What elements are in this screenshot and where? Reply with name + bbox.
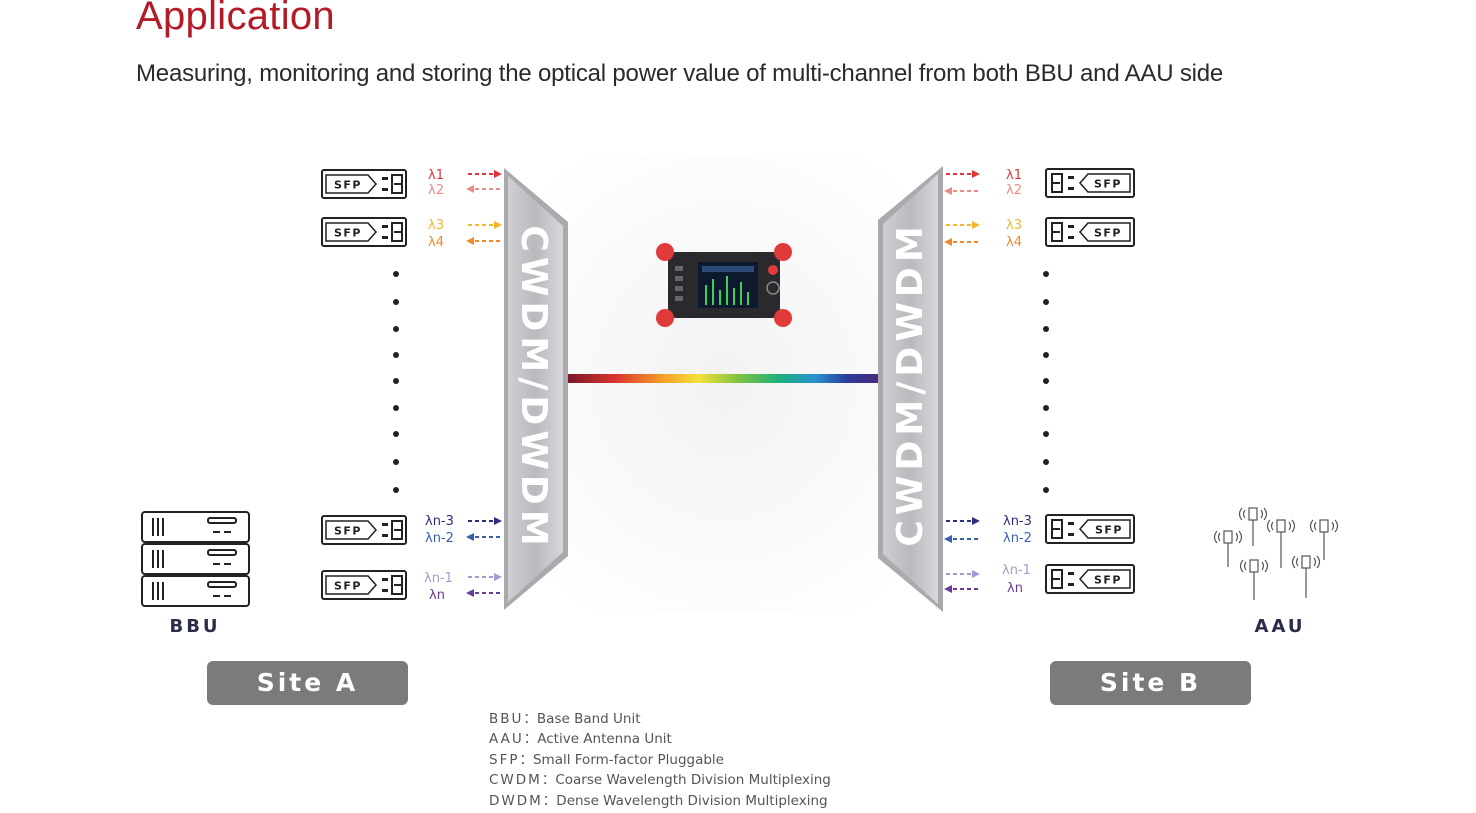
- svg-text:SFP: SFP: [334, 227, 362, 240]
- legend-row: AAU：Active Antenna Unit: [489, 729, 831, 749]
- legend-sep: ：: [523, 731, 538, 748]
- wavelength-label: λn: [1007, 581, 1023, 596]
- aau-antennas-icon: [1213, 507, 1339, 600]
- legend-abbr: SFP: [489, 751, 520, 768]
- sfp-module-left: SFP: [321, 515, 407, 545]
- ellipsis-dots-left: [393, 271, 399, 493]
- legend-abbr: DWDM: [489, 792, 543, 809]
- legend-desc: Active Antenna Unit: [537, 731, 672, 748]
- wavelength-label: λn-3: [425, 514, 454, 529]
- legend-desc: Base Band Unit: [536, 711, 641, 727]
- wavelength-label: λ3: [428, 218, 444, 233]
- legend-sep: ：: [519, 751, 533, 768]
- wavelength-label: λ3: [1006, 218, 1022, 233]
- wavelength-label: λn-3: [1003, 514, 1032, 529]
- sfp-module-right: [1045, 168, 1135, 198]
- svg-text:SFP: SFP: [334, 525, 362, 538]
- wavelength-label: λn-2: [1003, 531, 1032, 546]
- mux-left: CWDM/DWDM: [504, 168, 568, 610]
- wavelength-label: λ1: [1006, 168, 1022, 183]
- wavelength-label: λ2: [1006, 183, 1022, 198]
- sfp-label: SFP: [1095, 524, 1123, 537]
- sfp-module-left: SFP: [321, 570, 407, 600]
- wavelength-label: λ1: [428, 168, 444, 183]
- ellipsis-dots-right: [1043, 271, 1049, 493]
- bbu-rack-icon: [141, 511, 250, 607]
- page-subtitle: Measuring, monitoring and storing the op…: [136, 60, 1224, 87]
- sfp-label: SFP: [1094, 574, 1122, 587]
- legend-row: SFP：Small Form-factor Pluggable: [489, 750, 831, 770]
- mux-right: CWDM/DWDM: [878, 166, 943, 612]
- legend-row: DWDM：Dense Wavelength Division Multiplex…: [489, 791, 831, 811]
- wavelength-label: λn-1: [1002, 563, 1031, 578]
- legend-row: CWDM：Coarse Wavelength Division Multiple…: [489, 770, 831, 790]
- legend-desc: Dense Wavelength Division Multiplexing: [556, 792, 828, 809]
- site-b-label: Site B: [1050, 661, 1251, 705]
- mux-left-label: CWDM/DWDM: [513, 225, 554, 550]
- sfp-label: SFP: [1094, 227, 1122, 240]
- bbu-label: BBU: [169, 616, 220, 637]
- optical-power-meter-device: [656, 243, 792, 327]
- legend-abbr: BBU: [489, 711, 524, 727]
- sfp-module-left: SFP: [321, 217, 407, 247]
- legend-desc: Coarse Wavelength Division Multiplexing: [555, 772, 831, 789]
- legend-desc: Small Form-factor Pluggable: [532, 751, 724, 768]
- page-title: Application: [136, 0, 335, 38]
- sfp-module-left: SFP: [321, 169, 407, 199]
- legend-sep: ：: [542, 792, 557, 809]
- sfp-label: SFP: [1094, 178, 1122, 191]
- wavelength-label: λ4: [428, 235, 444, 250]
- legend-sep: ：: [523, 711, 537, 727]
- wavelength-arrows-right: λ1 λ2 λ3 λ4 λn-3 λn-2 λn-1 λn: [944, 168, 1032, 596]
- aau-label: AAU: [1255, 616, 1306, 637]
- wavelength-label: λ4: [1006, 235, 1022, 250]
- legend-abbr: AAU: [489, 731, 524, 748]
- wavelength-arrows-left: λ1 λ2 λ3 λ4 λn-3 λn-2 λn-1 λn: [424, 168, 502, 603]
- wavelength-label: λ2: [428, 183, 444, 198]
- wavelength-label: λn-1: [424, 571, 453, 586]
- sfp-module-right: [1045, 217, 1135, 247]
- mux-right-label: CWDM/DWDM: [890, 221, 931, 546]
- legend-sep: ：: [541, 772, 556, 789]
- svg-text:SFP: SFP: [334, 179, 362, 192]
- site-a-label: Site A: [207, 661, 408, 705]
- legend-abbr: CWDM: [489, 772, 542, 789]
- legend-row: BBU：Base Band Unit: [489, 709, 831, 729]
- abbreviation-legend: BBU：Base Band Unit AAU：Active Antenna Un…: [489, 709, 831, 811]
- sfp-module-right: [1045, 514, 1135, 544]
- fiber-link: [568, 374, 878, 383]
- svg-text:SFP: SFP: [334, 580, 362, 593]
- wavelength-label: λn-2: [425, 531, 454, 546]
- sfp-module-right: [1045, 564, 1135, 594]
- wavelength-label: λn: [429, 588, 445, 603]
